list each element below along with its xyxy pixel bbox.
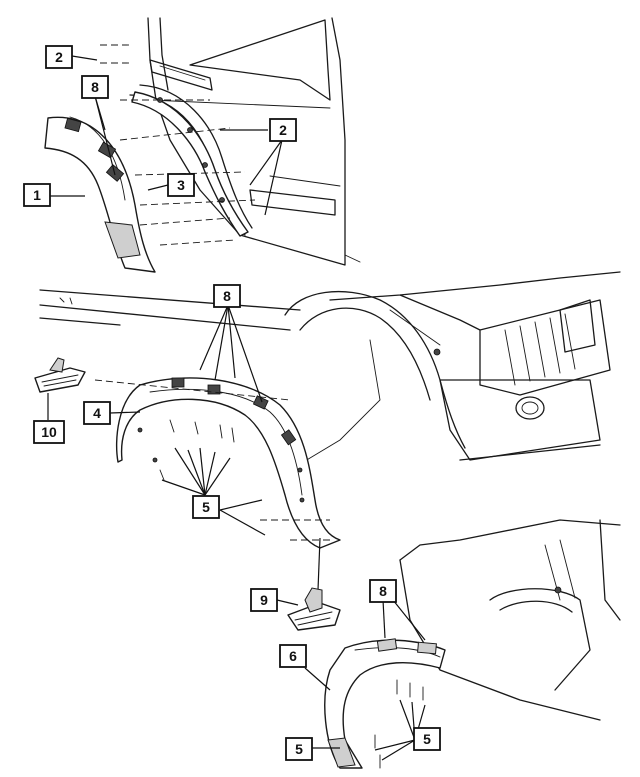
svg-text:8: 8: [223, 288, 231, 304]
callout-4: 4: [83, 401, 111, 425]
callout-2a: 2: [45, 45, 73, 69]
callout-10: 10: [33, 420, 65, 444]
callout-5b: 5: [413, 727, 441, 751]
callout-2b: 2: [269, 118, 297, 142]
callout-8a: 8: [81, 75, 109, 99]
svg-text:8: 8: [91, 79, 99, 95]
rear-quarter-drawing: [399, 519, 621, 721]
callout-6: 6: [279, 644, 307, 668]
svg-text:3: 3: [177, 177, 185, 193]
callout-8b: 8: [213, 284, 241, 308]
fastener-lines-middle: [94, 379, 330, 591]
callout-8c: 8: [369, 579, 397, 603]
svg-text:2: 2: [55, 49, 63, 65]
svg-text:8: 8: [379, 583, 387, 599]
callout-9: 9: [250, 588, 278, 612]
callout-3: 3: [167, 173, 195, 197]
inner-flare-part: [131, 91, 249, 237]
svg-text:5: 5: [202, 499, 210, 515]
clip-part-9: [287, 587, 341, 631]
callout-5a: 5: [192, 495, 220, 519]
svg-text:1: 1: [33, 187, 41, 203]
svg-text:6: 6: [289, 648, 297, 664]
clip-part-10: [34, 357, 86, 393]
fasteners-bottom: [374, 679, 424, 769]
fasteners-middle: [159, 419, 235, 481]
callout-1: 1: [23, 183, 51, 207]
svg-text:9: 9: [260, 592, 268, 608]
leader-lines: [47, 55, 426, 761]
large-flare-part: [115, 377, 341, 549]
svg-text:5: 5: [423, 731, 431, 747]
svg-text:5: 5: [295, 741, 303, 757]
callout-5c: 5: [285, 737, 313, 761]
vehicle-front-drawing: [39, 271, 621, 471]
rear-flare-part: [324, 638, 446, 769]
svg-text:2: 2: [279, 122, 287, 138]
svg-text:4: 4: [93, 405, 101, 421]
svg-text:10: 10: [41, 424, 57, 440]
front-flare-part: [44, 116, 156, 273]
